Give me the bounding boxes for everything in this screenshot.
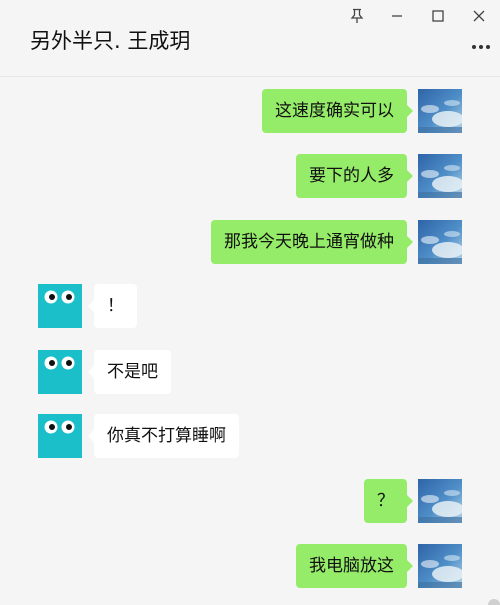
sent-message-bubble[interactable]: 要下的人多 — [296, 154, 413, 198]
my-avatar[interactable] — [418, 544, 462, 588]
close-icon[interactable] — [468, 5, 490, 27]
my-avatar[interactable] — [418, 154, 462, 198]
received-message-bubble[interactable]: 不是吧 — [88, 350, 171, 394]
message-row: 我电脑放这 — [0, 544, 500, 588]
message-row: 不是吧 — [0, 350, 500, 394]
contact-avatar[interactable] — [38, 350, 82, 394]
received-message-bubble[interactable]: ！ — [88, 284, 137, 328]
my-avatar[interactable] — [418, 479, 462, 523]
minimize-icon[interactable] — [386, 5, 408, 27]
contact-avatar[interactable] — [38, 284, 82, 328]
scrollbar[interactable] — [488, 599, 500, 605]
sent-message-bubble[interactable]: 那我今天晚上通宵做种 — [211, 220, 413, 264]
message-row: ？ — [0, 479, 500, 523]
message-row: 你真不打算睡啊 — [0, 414, 500, 458]
sent-message-bubble[interactable]: 这速度确实可以 — [262, 89, 413, 133]
received-message-bubble[interactable]: 你真不打算睡啊 — [88, 414, 239, 458]
message-list[interactable]: 这速度确实可以要下的人多那我今天晚上通宵做种 ！ 不是吧你真不打算睡啊 ？ 我电脑放这 — [0, 78, 500, 605]
contact-avatar[interactable] — [38, 414, 82, 458]
pin-icon[interactable] — [346, 5, 368, 27]
my-avatar[interactable] — [418, 220, 462, 264]
more-icon[interactable] — [472, 40, 490, 54]
sent-message-bubble[interactable]: 我电脑放这 — [296, 544, 413, 588]
maximize-icon[interactable] — [427, 5, 449, 27]
message-row: 这速度确实可以 — [0, 89, 500, 133]
message-row: 要下的人多 — [0, 154, 500, 198]
my-avatar[interactable] — [418, 89, 462, 133]
message-row: ！ — [0, 284, 500, 328]
chat-title: 另外半只. 王成玥 — [30, 29, 191, 53]
chat-header: 另外半只. 王成玥 — [0, 0, 500, 77]
message-row: 那我今天晚上通宵做种 — [0, 220, 500, 264]
sent-message-bubble[interactable]: ？ — [364, 479, 413, 523]
